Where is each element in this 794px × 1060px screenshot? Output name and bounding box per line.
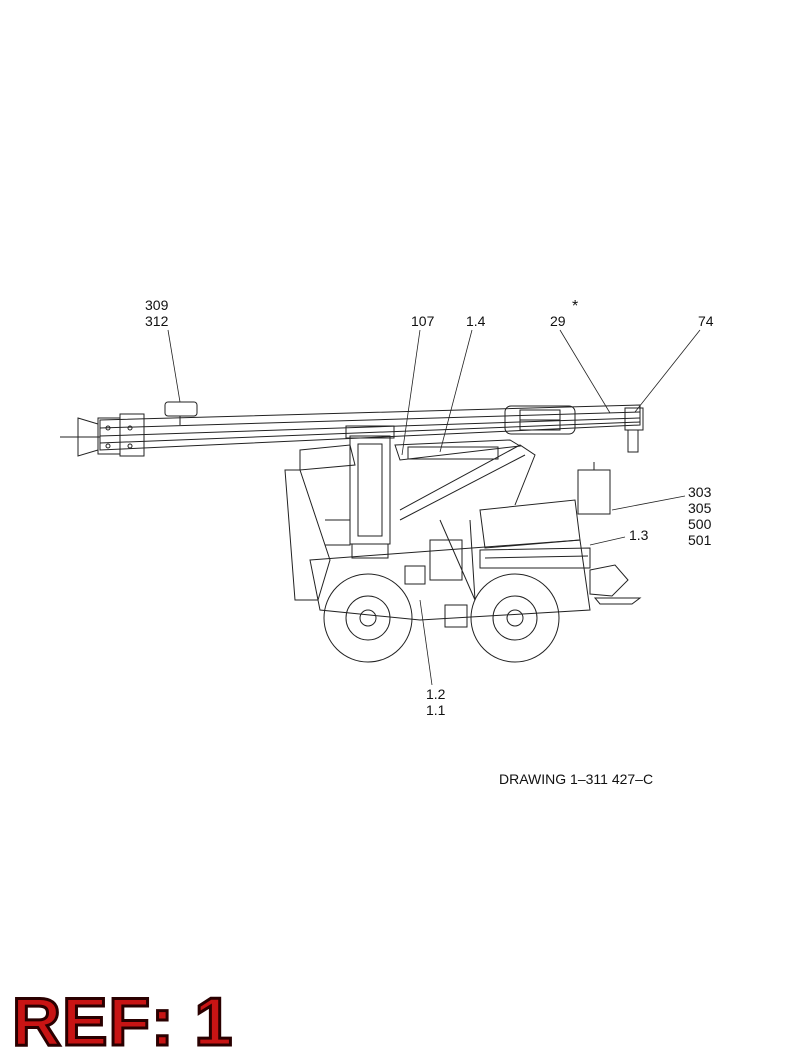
boom — [99, 401, 641, 451]
callout-1-3: 1.3 — [629, 527, 649, 543]
callout-74: 74 — [698, 313, 714, 329]
reference-label: REF: 1 — [10, 984, 234, 1060]
callout-309: 309 — [145, 297, 169, 313]
callout-309-312: 309 312 — [145, 297, 168, 329]
callout-303-group: 303 305 500 501 — [688, 484, 711, 548]
rear-feed-unit — [504, 405, 644, 453]
callout-305: 305 — [688, 500, 712, 516]
callout-1-2-1-1: 1.2 1.1 — [426, 686, 445, 718]
callout-1-1: 1.1 — [426, 702, 446, 718]
drill-head — [60, 413, 145, 457]
callout-500: 500 — [688, 516, 712, 532]
callout-107: 107 — [411, 313, 435, 329]
leader-lines — [167, 329, 701, 686]
callout-star: * — [572, 298, 579, 315]
drawing-number: DRAWING 1–311 427–C — [499, 771, 654, 787]
callout-501: 501 — [688, 532, 712, 548]
callout-1-2: 1.2 — [426, 686, 446, 702]
rear-wheel — [470, 573, 560, 663]
chassis — [309, 462, 642, 628]
callout-29: 29 — [550, 313, 566, 329]
callout-312: 312 — [145, 313, 169, 329]
boom-arm — [284, 439, 536, 601]
front-wheel — [323, 573, 413, 663]
lift-column — [345, 425, 395, 559]
callout-303: 303 — [688, 484, 712, 500]
callout-1-4: 1.4 — [466, 313, 486, 329]
